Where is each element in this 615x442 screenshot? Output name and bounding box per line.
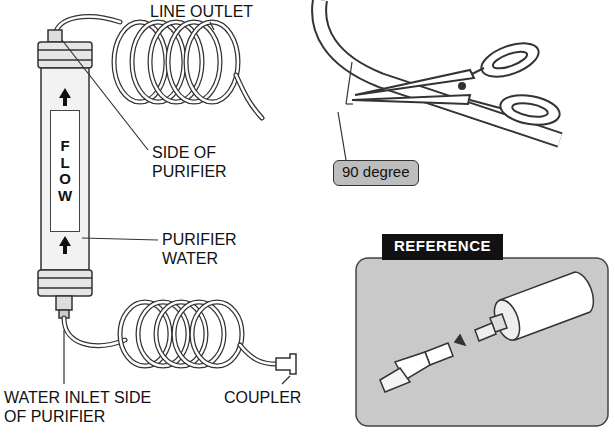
flow-label: FLOW: [50, 110, 80, 232]
node-text: FLOW: [58, 138, 73, 204]
reference-band: REFERENCE: [382, 234, 503, 260]
part-label: WATER INLET SIDE OF PURIFIER: [4, 388, 154, 426]
part-label: COUPLER: [224, 388, 324, 407]
cut-tube: [319, 0, 560, 160]
part-label: LINE OUTLET: [150, 2, 290, 21]
node-text: 90 degree: [342, 163, 410, 181]
coupler-part: [276, 354, 296, 374]
part-label: PURIFIER WATER: [162, 230, 262, 268]
reference-panel: [356, 258, 608, 426]
leader-lines: [62, 22, 290, 384]
scissors: [352, 37, 562, 129]
purifier-cartridge: [38, 30, 92, 318]
angle-callout: 90 degree: [333, 160, 419, 186]
part-label: SIDE OF PURIFIER: [152, 143, 242, 181]
reference-fitting: [380, 272, 593, 392]
node-text: REFERENCE: [394, 237, 491, 255]
inlet-tube: [64, 302, 276, 366]
